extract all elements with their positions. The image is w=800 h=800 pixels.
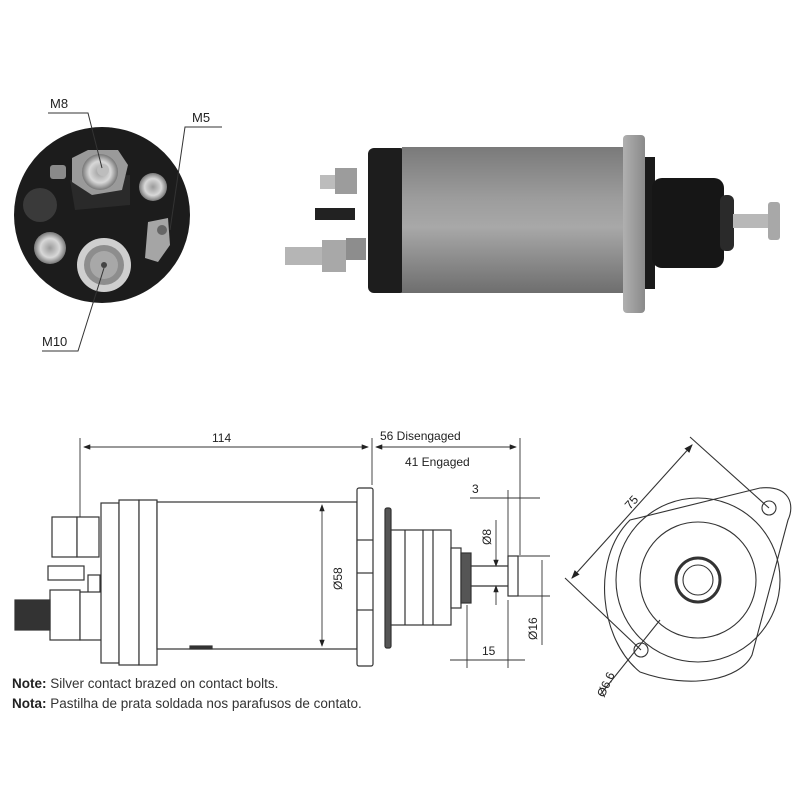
technical-drawing-side xyxy=(14,487,519,667)
dim-hole-spacing: 75 xyxy=(622,492,642,512)
note-english-text: Silver contact brazed on contact bolts. xyxy=(46,676,279,691)
dim-gap-3: 3 xyxy=(472,482,479,496)
terminal-end-photo xyxy=(14,127,190,303)
terminal-leaders xyxy=(42,112,222,352)
note-portuguese-text: Pastilha de prata soldada nos parafusos … xyxy=(46,696,362,711)
label-m5: M5 xyxy=(192,110,210,125)
label-m8: M8 xyxy=(50,96,68,111)
solenoid-side-photo xyxy=(285,135,780,313)
dim-disengaged: 56 Disengaged xyxy=(380,429,461,443)
dimension-lines xyxy=(79,438,550,668)
flange-end-view xyxy=(564,436,792,696)
note-english: Note: Silver contact brazed on contact b… xyxy=(12,676,278,691)
dim-body-diameter: Ø58 xyxy=(331,567,345,590)
dim-length-114: 114 xyxy=(212,431,231,445)
label-m10: M10 xyxy=(42,334,67,349)
note-portuguese-prefix: Nota: xyxy=(12,696,47,711)
dim-engaged: 41 Engaged xyxy=(405,455,470,469)
dim-hole-diameter: Ø6.6 xyxy=(594,669,618,699)
dim-shaft-diameter: Ø8 xyxy=(480,529,494,545)
note-english-prefix: Note: xyxy=(12,676,47,691)
dim-head-diameter: Ø16 xyxy=(526,617,540,640)
note-portuguese: Nota: Pastilha de prata soldada nos para… xyxy=(12,696,362,711)
dim-plunger-15: 15 xyxy=(482,644,496,658)
